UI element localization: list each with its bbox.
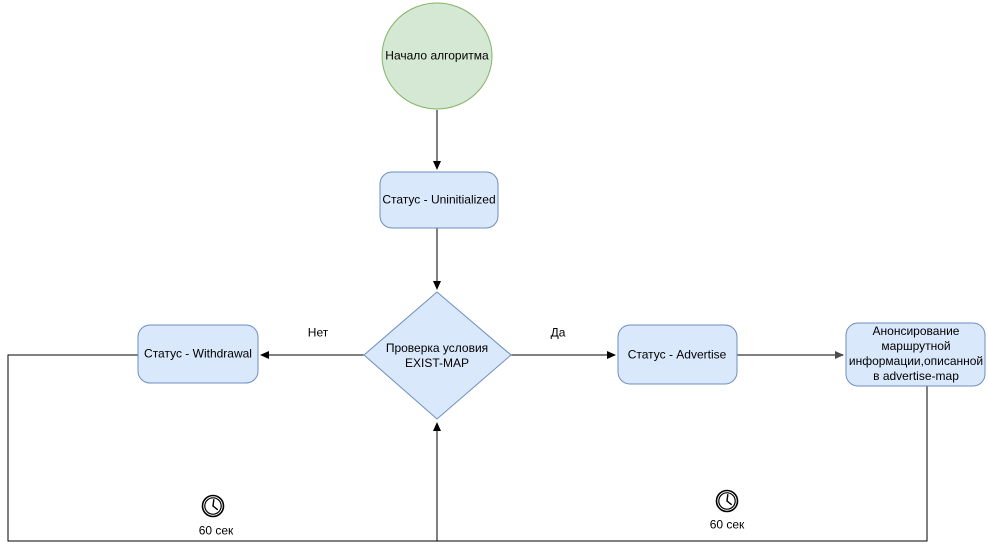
advertise-node-shape	[617, 324, 738, 385]
edge-loop-withdrawal-announce-bottom	[7, 354, 928, 542]
announce-node-shape	[845, 322, 986, 387]
check-node-shape	[363, 291, 512, 420]
withdrawal-node-shape	[137, 324, 259, 384]
uninitialized-node-shape	[379, 171, 499, 229]
start-node-shape	[381, 2, 493, 110]
timer-left-clock-icon	[201, 494, 225, 518]
connectors	[7, 110, 928, 542]
timer-right-clock-icon	[715, 489, 739, 513]
